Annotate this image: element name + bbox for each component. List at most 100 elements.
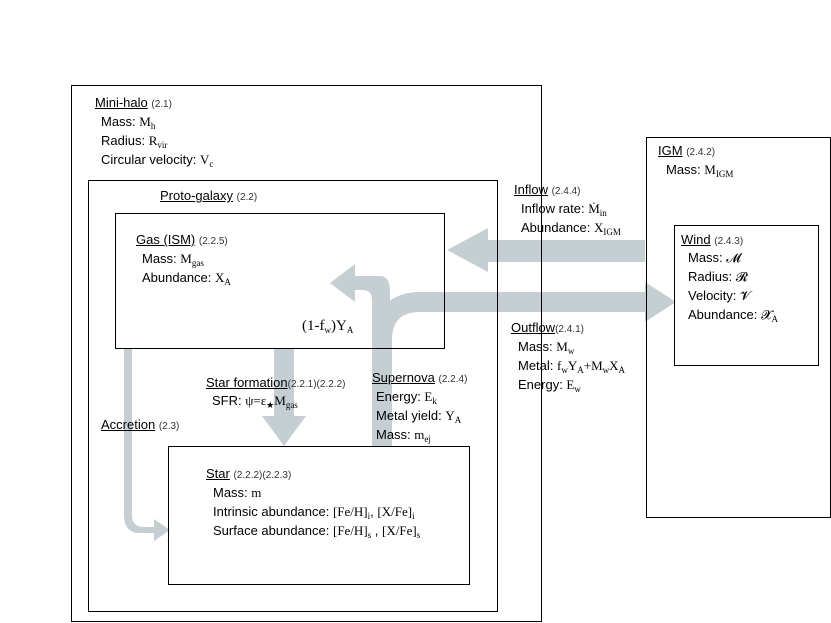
- label: Mass:: [518, 339, 557, 354]
- supernova-ref: (2.2.4): [438, 374, 468, 385]
- value: [Fe/H]: [332, 523, 368, 538]
- symbol: 𝓜: [726, 250, 741, 265]
- star-heading: Star (2.2.2)(2.2.3): [206, 466, 291, 484]
- value: [Fe/H]: [332, 504, 368, 519]
- subscript: s: [416, 530, 421, 540]
- label: Intrinsic abundance:: [213, 504, 333, 519]
- label: Inflow rate:: [521, 201, 589, 216]
- gas-ref: (2.2.5): [198, 236, 228, 247]
- wind-radius: Radius: 𝓡: [688, 269, 748, 285]
- label: Mass:: [688, 250, 727, 265]
- minihalo-heading: Mini-halo (2.1): [95, 95, 172, 113]
- label: Radius:: [101, 133, 149, 148]
- star-title: Star: [206, 466, 230, 481]
- symbol: M: [556, 339, 568, 354]
- outflow-energy: Energy: Ew: [518, 377, 581, 394]
- symbol: 𝓧: [761, 307, 772, 322]
- subscript: IGM: [715, 169, 734, 179]
- inflow-rate: Inflow rate: Ṁin: [521, 201, 607, 218]
- outflow-mass: Mass: Mw: [518, 339, 575, 356]
- star-formation-heading: Star formation(2.2.1)(2.2.2): [206, 375, 345, 393]
- outflow-title: Outflow: [511, 320, 556, 335]
- label: Circular velocity:: [101, 152, 200, 167]
- separator: ,: [370, 504, 378, 519]
- star-intrinsic-abundance: Intrinsic abundance: [Fe/H]i, [X/Fe]i: [213, 504, 415, 521]
- outflow-ref: (2.4.1): [555, 324, 584, 335]
- symbol: M: [180, 251, 192, 266]
- subscript: w: [574, 384, 581, 394]
- yield-arrow: [330, 264, 390, 350]
- inflow-abundance: Abundance: XIGM: [521, 220, 621, 237]
- subscript: gas: [191, 258, 204, 268]
- minihalo-mass: Mass: Mh: [101, 114, 156, 131]
- subscript: A: [618, 365, 626, 375]
- outflow-arrow: [372, 282, 676, 447]
- subscript: A: [346, 325, 354, 335]
- value: [X/Fe]: [377, 504, 413, 519]
- subscript: A: [771, 314, 779, 324]
- label: Radius:: [688, 269, 736, 284]
- label: Energy:: [518, 377, 567, 392]
- subscript: vir: [157, 140, 168, 150]
- subscript: in: [599, 208, 607, 218]
- value: [X/Fe]: [382, 523, 417, 538]
- wind-velocity: Velocity: 𝓥: [688, 288, 751, 304]
- mid: )Y: [331, 318, 347, 334]
- symbol: M: [704, 162, 716, 177]
- supernova-heading: Supernova (2.2.4): [372, 370, 467, 388]
- protogalaxy-box: [88, 180, 498, 612]
- label: Abundance:: [688, 307, 762, 322]
- label: Metal yield:: [376, 408, 446, 423]
- star-mass: Mass: m: [213, 485, 261, 501]
- gas-abundance: Abundance: XA: [142, 270, 231, 287]
- minihalo-ref: (2.1): [151, 99, 172, 110]
- protogalaxy-ref: (2.2): [236, 192, 258, 203]
- gas-box: [115, 213, 445, 349]
- star-formation-arrow: [262, 348, 306, 446]
- symbol: Y: [567, 358, 578, 373]
- subscript: i: [412, 511, 415, 521]
- symbol: R: [148, 133, 158, 148]
- label: Mass:: [666, 162, 705, 177]
- label: Abundance:: [142, 270, 216, 285]
- subscript: IGM: [603, 227, 621, 237]
- symbol: X: [215, 270, 225, 285]
- subscript: w: [561, 365, 568, 375]
- symbol: E: [424, 389, 433, 404]
- label: Metal:: [518, 358, 558, 373]
- igm-title: IGM: [658, 143, 683, 158]
- star-box: [168, 446, 470, 585]
- label: Mass:: [213, 485, 252, 500]
- supernova-title: Supernova: [372, 370, 435, 385]
- subscript: c: [209, 159, 214, 169]
- star-icon: ★: [266, 400, 275, 410]
- symbol: Ṁ: [588, 201, 600, 216]
- symbol: +M: [583, 358, 603, 373]
- minihalo-radius: Radius: Rvir: [101, 133, 168, 150]
- gas-mass: Mass: Mgas: [142, 251, 204, 268]
- subscript: k: [432, 396, 437, 406]
- expression: ψ=ε: [245, 393, 267, 408]
- inflow-title: Inflow: [514, 182, 548, 197]
- minihalo-box: [71, 85, 542, 622]
- subscript: w: [567, 346, 575, 356]
- wind-heading: Wind (2.4.3): [681, 232, 743, 250]
- inflow-heading: Inflow (2.4.4): [514, 182, 581, 200]
- symbol: X: [609, 358, 619, 373]
- wind-box: [674, 225, 819, 366]
- subscript: h: [150, 121, 156, 131]
- protogalaxy-heading: Proto-galaxy (2.2): [160, 188, 257, 206]
- symbol: 𝓡: [735, 269, 748, 284]
- label: Abundance:: [521, 220, 595, 235]
- outflow-heading: Outflow(2.4.1): [511, 320, 584, 338]
- subscript: w: [324, 325, 332, 335]
- inflow-arrow: [447, 228, 645, 272]
- symbol: 𝓥: [740, 288, 751, 303]
- outflow-metal: Metal: fwYA+MwXA: [518, 358, 626, 375]
- label: Mass:: [376, 427, 415, 442]
- accretion-heading: Accretion (2.3): [101, 417, 179, 435]
- wind-title: Wind: [681, 232, 711, 247]
- supernova-yield: Metal yield: YA: [376, 408, 461, 425]
- symbol: f: [557, 358, 562, 373]
